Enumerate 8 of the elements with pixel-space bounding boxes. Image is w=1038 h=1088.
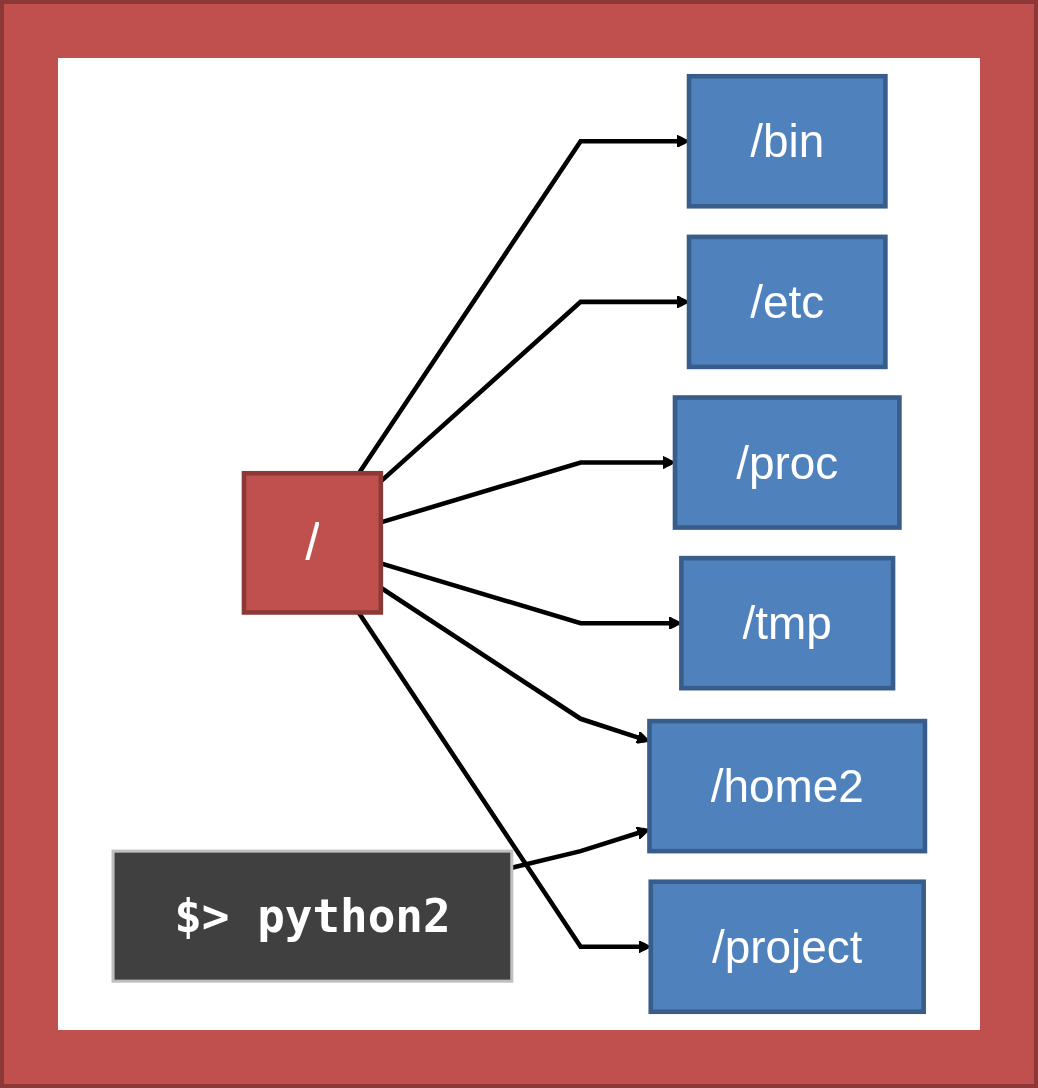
folder-box: /home2 (647, 718, 928, 854)
folder-box: /proc (672, 395, 902, 530)
command-box: $> python2 (111, 849, 514, 983)
folder-box: /project (648, 879, 926, 1015)
folder-box: / (241, 470, 384, 615)
folder-box: /etc (686, 234, 888, 370)
folder-box: /tmp (679, 555, 896, 691)
folder-box: /bin (686, 73, 888, 209)
